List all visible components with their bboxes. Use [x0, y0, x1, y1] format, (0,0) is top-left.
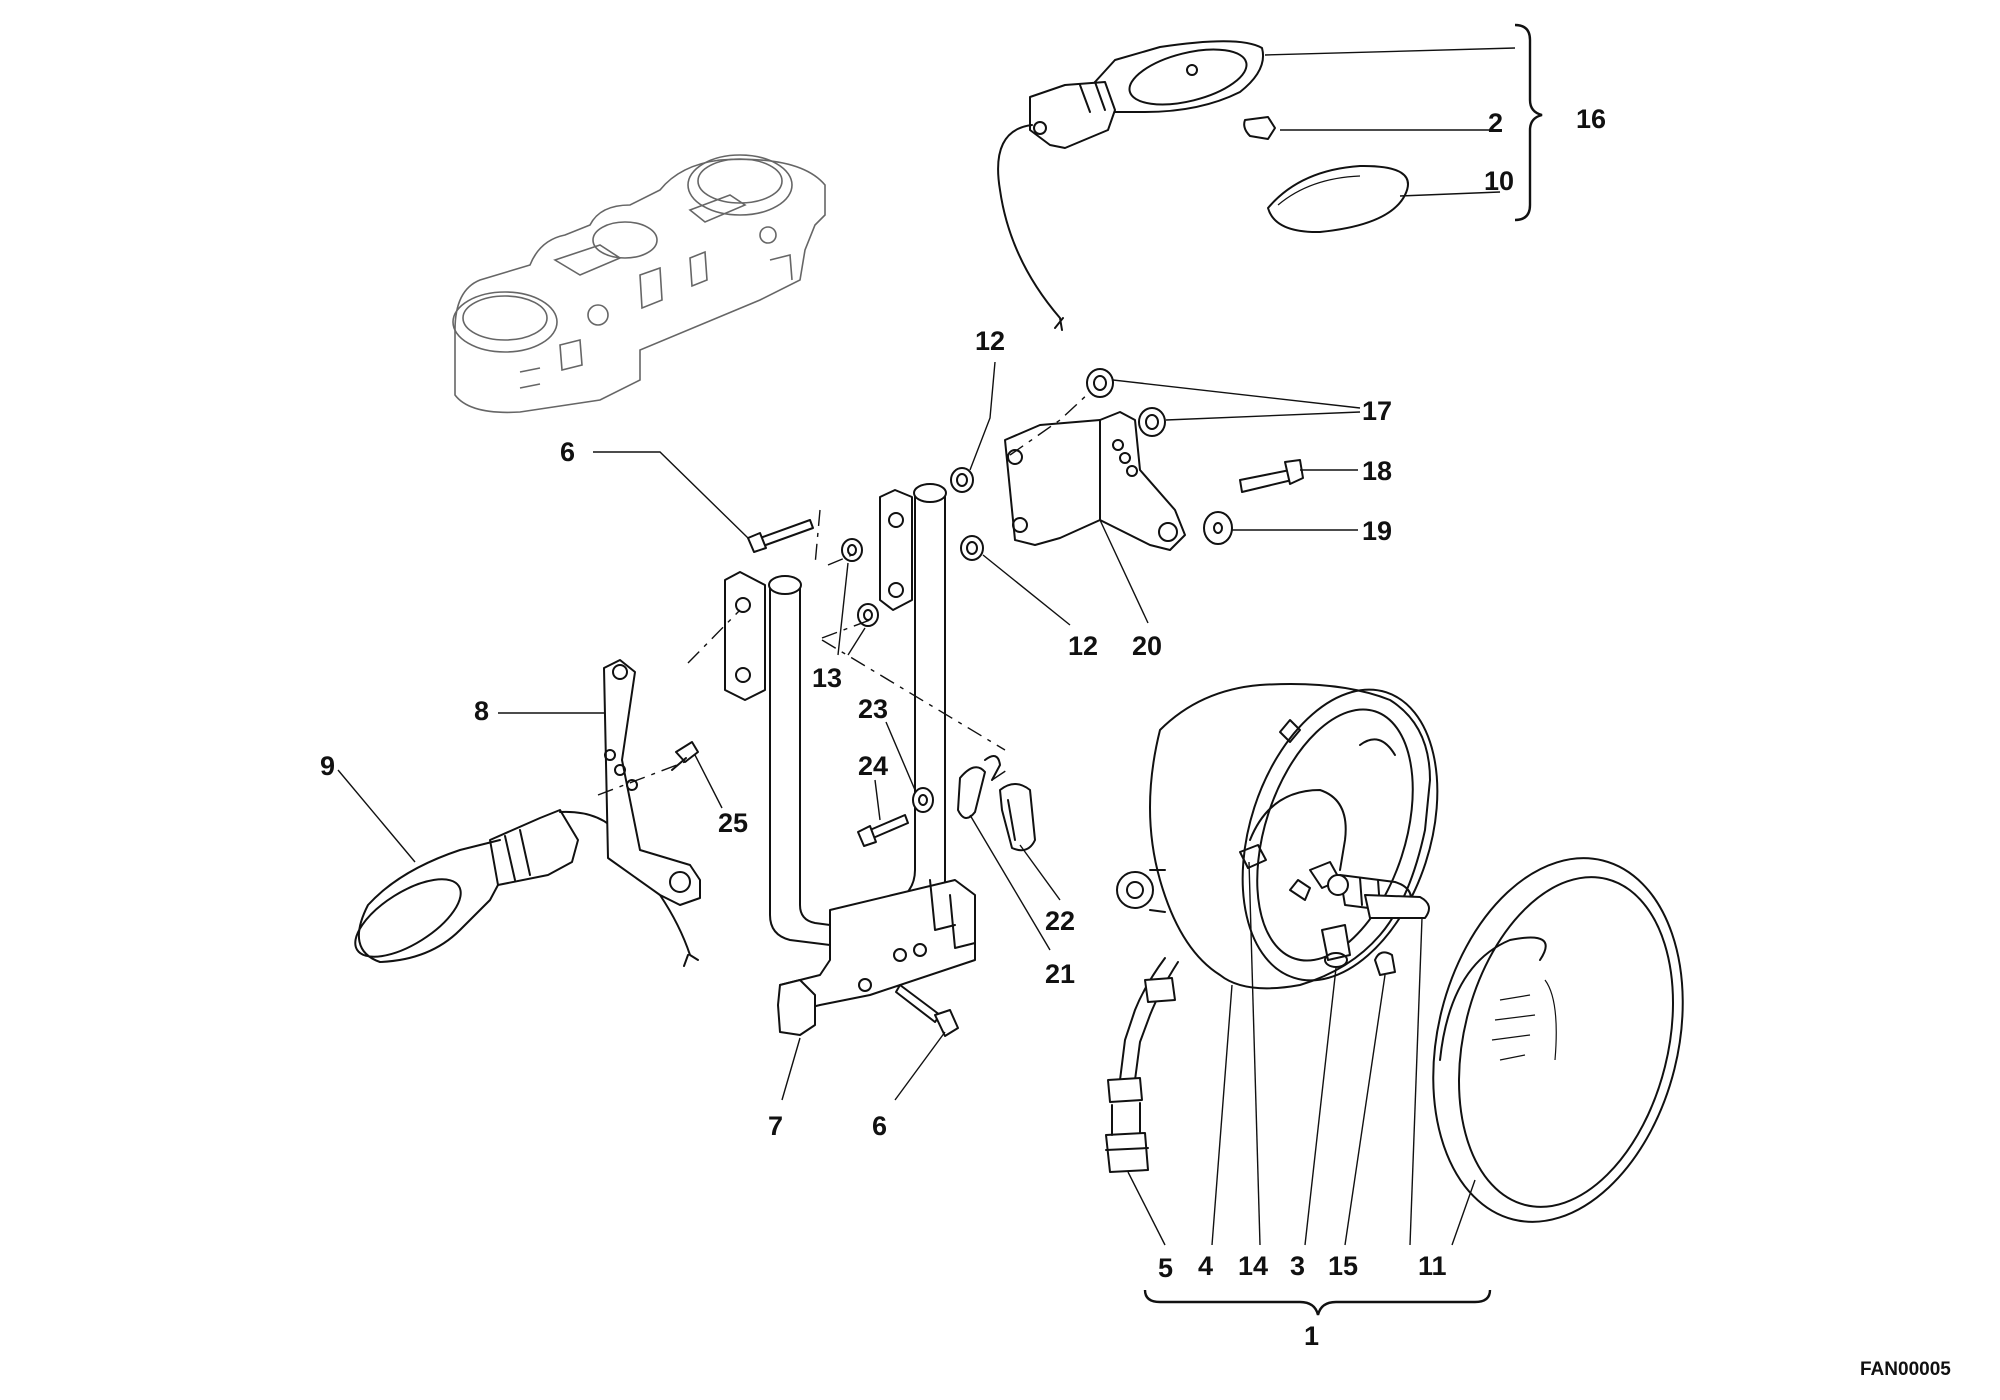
bushing-12-upper: [950, 467, 974, 493]
parking-bulb-15: [1374, 951, 1396, 976]
callout-label: 25: [718, 808, 748, 838]
grommet-22: [999, 783, 1036, 852]
bolt-18: [1239, 459, 1304, 493]
bolt-6-upper: [747, 519, 814, 553]
callout-label: 4: [1198, 1251, 1213, 1281]
callout-label: 8: [474, 696, 489, 726]
turn-signal-bulb: [1243, 116, 1276, 140]
callout-label: 7: [768, 1111, 783, 1141]
callout-label: 17: [1362, 396, 1392, 426]
callout-label: 16: [1576, 104, 1606, 134]
bolt-6-lower: [895, 984, 959, 1037]
headlight-housing: [1116, 683, 1439, 990]
callout-label: 10: [1484, 166, 1514, 196]
bracket-1: [1143, 1289, 1492, 1316]
callout-label: 22: [1045, 906, 1075, 936]
fork-upper-clamp-ghost: [452, 154, 826, 414]
assembly-lines: [597, 391, 1091, 796]
callout-label: 11: [1418, 1251, 1447, 1281]
bracket-16: [1514, 23, 1543, 222]
callout-label: 24: [858, 751, 888, 781]
callout-label: 14: [1238, 1251, 1268, 1281]
callout-label: 12: [1068, 631, 1098, 661]
headlight-wiring-connector: [1105, 957, 1179, 1173]
callout-label: 21: [1045, 959, 1075, 989]
front-turn-signal-left: [354, 809, 699, 967]
callout-labels: 1 2 3 4 5 6 6 7 8 9 10 11 12 12 13 14 15…: [320, 104, 1606, 1351]
bushing-12-lower: [960, 535, 984, 561]
callout-label: 6: [872, 1111, 887, 1141]
callout-label: 20: [1132, 631, 1162, 661]
screw-25: [671, 741, 699, 771]
headlight-support-frame: [724, 483, 976, 1036]
callout-label: 6: [560, 437, 575, 467]
headlight-bulb-11: [1364, 894, 1430, 919]
nut-13-lower: [857, 603, 879, 627]
front-turn-signal-right: [997, 40, 1264, 331]
callout-label: 15: [1328, 1251, 1358, 1281]
callout-label: 1: [1304, 1321, 1319, 1351]
callout-label: 19: [1362, 516, 1392, 546]
headlight-lens: [1432, 857, 1684, 1223]
callout-label: 3: [1290, 1251, 1305, 1281]
callout-label: 9: [320, 751, 335, 781]
callout-label: 2: [1488, 108, 1503, 138]
callout-label: 23: [858, 694, 888, 724]
callout-label: 12: [975, 326, 1005, 356]
callout-label: 5: [1158, 1253, 1173, 1283]
washer-19: [1203, 511, 1233, 545]
headlight-bracket: [1004, 411, 1186, 551]
rubber-mount-17-a: [1086, 368, 1114, 398]
clip-21: [957, 755, 1001, 819]
drawing-code: FAN00005: [1860, 1359, 1951, 1380]
callout-label: 13: [812, 663, 842, 693]
rubber-mount-17-b: [1138, 407, 1166, 437]
washer-23: [912, 787, 934, 813]
nut-13-upper: [841, 538, 863, 562]
screw-24: [857, 814, 909, 847]
left-signal-bracket: [603, 659, 701, 906]
turn-signal-lens: [1267, 164, 1409, 234]
leader-lines: [337, 47, 1516, 1246]
callout-label: 18: [1362, 456, 1392, 486]
parking-bulb-holder-3: [1321, 924, 1351, 968]
